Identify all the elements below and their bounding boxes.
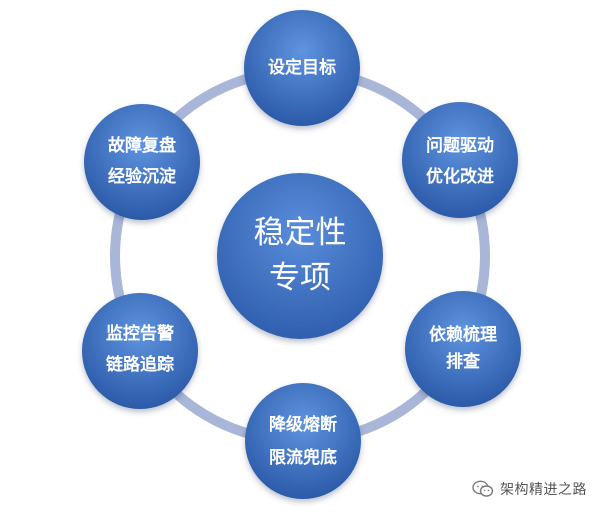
node-bottom-line-2: 限流兜底 xyxy=(269,447,337,468)
center-label-line-2: 专项 xyxy=(269,260,331,296)
node-upper-left: 故障复盘 经验沉淀 xyxy=(84,104,200,220)
node-upper-left-line-2: 经验沉淀 xyxy=(108,166,177,187)
wechat-icon xyxy=(472,480,494,498)
node-bottom: 降级熔断 限流兜底 xyxy=(245,383,361,499)
watermark-text: 架构精进之路 xyxy=(500,482,587,498)
node-lower-right: 依赖梳理 排查 xyxy=(405,291,521,407)
node-upper-left-line-1: 故障复盘 xyxy=(108,135,176,156)
node-upper-right: 问题驱动 优化改进 xyxy=(402,102,518,218)
node-lower-left: 监控告警 链路追踪 xyxy=(82,293,198,409)
center-node: 稳定性 专项 xyxy=(217,173,383,339)
center-label-line-1: 稳定性 xyxy=(254,215,347,251)
node-upper-right-line-1: 问题驱动 xyxy=(426,135,494,156)
node-upper-right-line-2: 优化改进 xyxy=(426,166,494,187)
node-top: 设定目标 xyxy=(244,10,360,126)
node-top-label: 设定目标 xyxy=(268,57,336,78)
node-lower-right-line-1: 依赖梳理 xyxy=(429,324,497,345)
node-bottom-line-1: 降级熔断 xyxy=(269,414,337,435)
watermark: 架构精进之路 xyxy=(472,479,587,499)
node-lower-right-line-2: 排查 xyxy=(446,351,481,372)
node-lower-left-line-1: 监控告警 xyxy=(106,323,174,344)
node-lower-left-line-2: 链路追踪 xyxy=(106,354,174,375)
